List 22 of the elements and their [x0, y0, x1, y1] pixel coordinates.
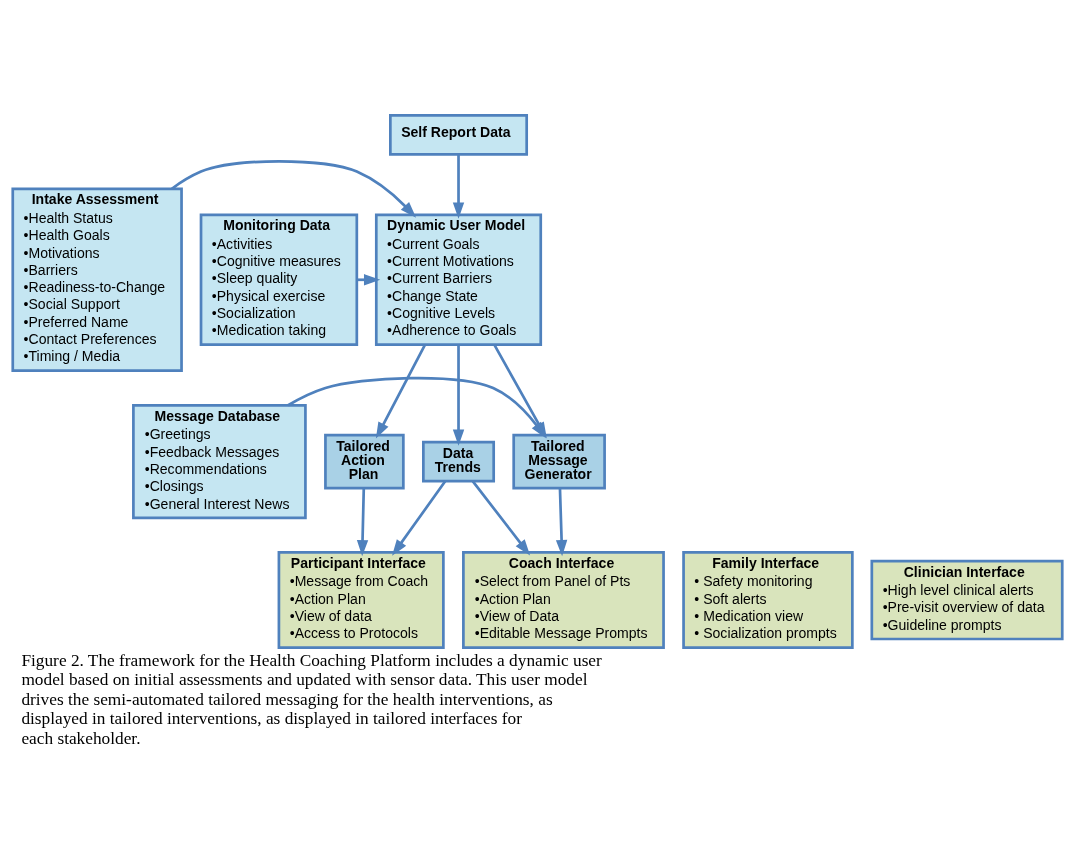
- node-box: Participant Interface •Message from Coach •Action Plan •View of data •Access to Protocols: [277, 550, 445, 649]
- arrow: [375, 344, 426, 439]
- node-box: Coach Interface •Select from Panel of Pts •Action Plan •View of Data •Editable Message Prompts: [462, 550, 665, 649]
- arrow: [392, 480, 447, 556]
- node-box: Tailored Action Plan: [324, 433, 405, 489]
- caption: Figure 2. The framework for the Health Coaching Platform includes a dynamic user model based on initial assessments and updated with sensor data. This user model drives the semi-automated tailored messaging for the health interventions, as displayed in tailored interventions, as displayed in tailored interfaces for each stakeholder.: [21, 650, 602, 748]
- arrow: [357, 273, 381, 285]
- arrow: [555, 487, 568, 556]
- node-box: Intake Assessment •Health Status •Health Goals •Motivations •Barriers •Readiness-to-Change •Social Support •Preferred Name •Contact Preferences •Timing / Media: [11, 187, 183, 372]
- node-box: Monitoring Data •Activities •Cognitive measures •Sleep quality •Physical exercise •Socialization •Medication taking: [199, 213, 359, 346]
- node-box: Dynamic User Model •Current Goals •Current Motivations •Current Barriers •Change State •Cognitive Levels •Adherence to Goals: [374, 213, 543, 346]
- node-box: Self Report Data: [389, 113, 529, 156]
- node-box: Clinician Interface •High level clinical alerts •Pre-visit overview of data •Guideline prompts: [870, 559, 1064, 640]
- node-box: Message Database •Greetings •Feedback Messages •Recommendations •Closings •General Interest News: [132, 403, 307, 519]
- node-box: Tailored Message Generator: [512, 433, 606, 489]
- node-box: Family Interface • Safety monitoring • Soft alerts • Medication view • Socialization prompts: [682, 550, 854, 649]
- arrow: [452, 344, 465, 446]
- arrow: [452, 154, 465, 219]
- arrow: [471, 479, 531, 556]
- arrow: [171, 159, 417, 218]
- node-box: Data Trends: [422, 440, 496, 482]
- arrow: [356, 487, 369, 556]
